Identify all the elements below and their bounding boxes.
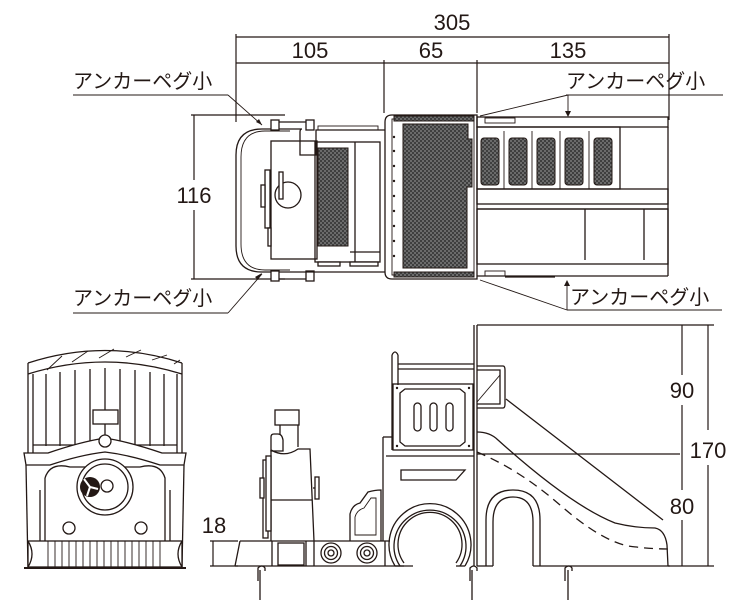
anchor-peg-label-top-left: アンカーペグ小: [73, 69, 212, 93]
dim-width: 116: [176, 183, 211, 208]
rivets: [392, 135, 396, 258]
anchor-leader-top-right: [479, 94, 723, 117]
dim-segment-2: 65: [419, 38, 443, 63]
dim-total-height: 170: [690, 438, 727, 463]
width-dimension: [191, 114, 285, 280]
dim-lower-height: 80: [670, 494, 694, 519]
anchor-leader-bottom-left: [73, 273, 263, 314]
anchor-peg-label-top-right: アンカーペグ小: [566, 69, 705, 93]
dim-upper-height: 90: [670, 378, 694, 403]
canopy-bars: [45, 368, 165, 446]
anchor-peg-label-bottom-left: アンカーペグ小: [73, 286, 212, 310]
dim-base-height: 18: [202, 513, 226, 538]
side-view: [234, 325, 680, 600]
base-height-dimension: [210, 540, 238, 567]
anchor-leader-bottom-right: [479, 279, 722, 311]
front-view: [23, 348, 187, 569]
dim-segment-1: 105: [292, 38, 329, 63]
dim-segment-3: 135: [550, 38, 587, 63]
anchor-leader-top-left: [73, 94, 263, 126]
anchor-peg-label-bottom-right: アンカーペグ小: [570, 285, 709, 309]
height-dimensions: [477, 324, 714, 567]
bumper-slats: [47, 541, 161, 567]
dim-overall-length: 305: [434, 10, 471, 35]
top-dimension-lines: [235, 34, 670, 122]
top-view: [235, 114, 669, 282]
